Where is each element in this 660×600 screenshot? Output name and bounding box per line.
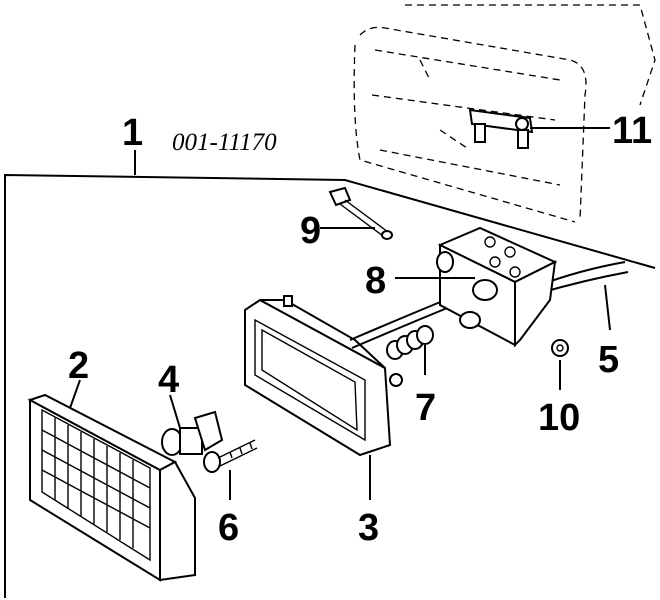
lamp-mount-bracket: [436, 226, 558, 348]
callout-7: 7: [415, 387, 436, 429]
assembly-frame: [4, 173, 656, 598]
mounting-bracket: [468, 108, 534, 149]
bumper-outline: [353, 4, 656, 223]
callout-2: 2: [68, 345, 89, 387]
spring: [386, 325, 434, 360]
callout-4: 4: [158, 359, 179, 401]
mounting-bolt: [328, 186, 393, 240]
nut: [551, 339, 569, 357]
callout-5: 5: [598, 339, 619, 381]
fog-lamp-housing: [244, 295, 403, 457]
callout-10: 10: [538, 397, 580, 439]
callout-11: 11: [612, 110, 652, 152]
fog-lamp-lens: [27, 393, 196, 582]
callout-9: 9: [300, 210, 321, 252]
callout-6: 6: [218, 507, 239, 549]
part-number-label: 001-11170: [172, 129, 277, 156]
callout-8: 8: [365, 260, 386, 302]
callout-1: 1: [122, 112, 143, 154]
adjusting-screw: [203, 439, 258, 473]
callout-3: 3: [358, 507, 379, 549]
fog-lamp-bulb: [161, 410, 224, 456]
